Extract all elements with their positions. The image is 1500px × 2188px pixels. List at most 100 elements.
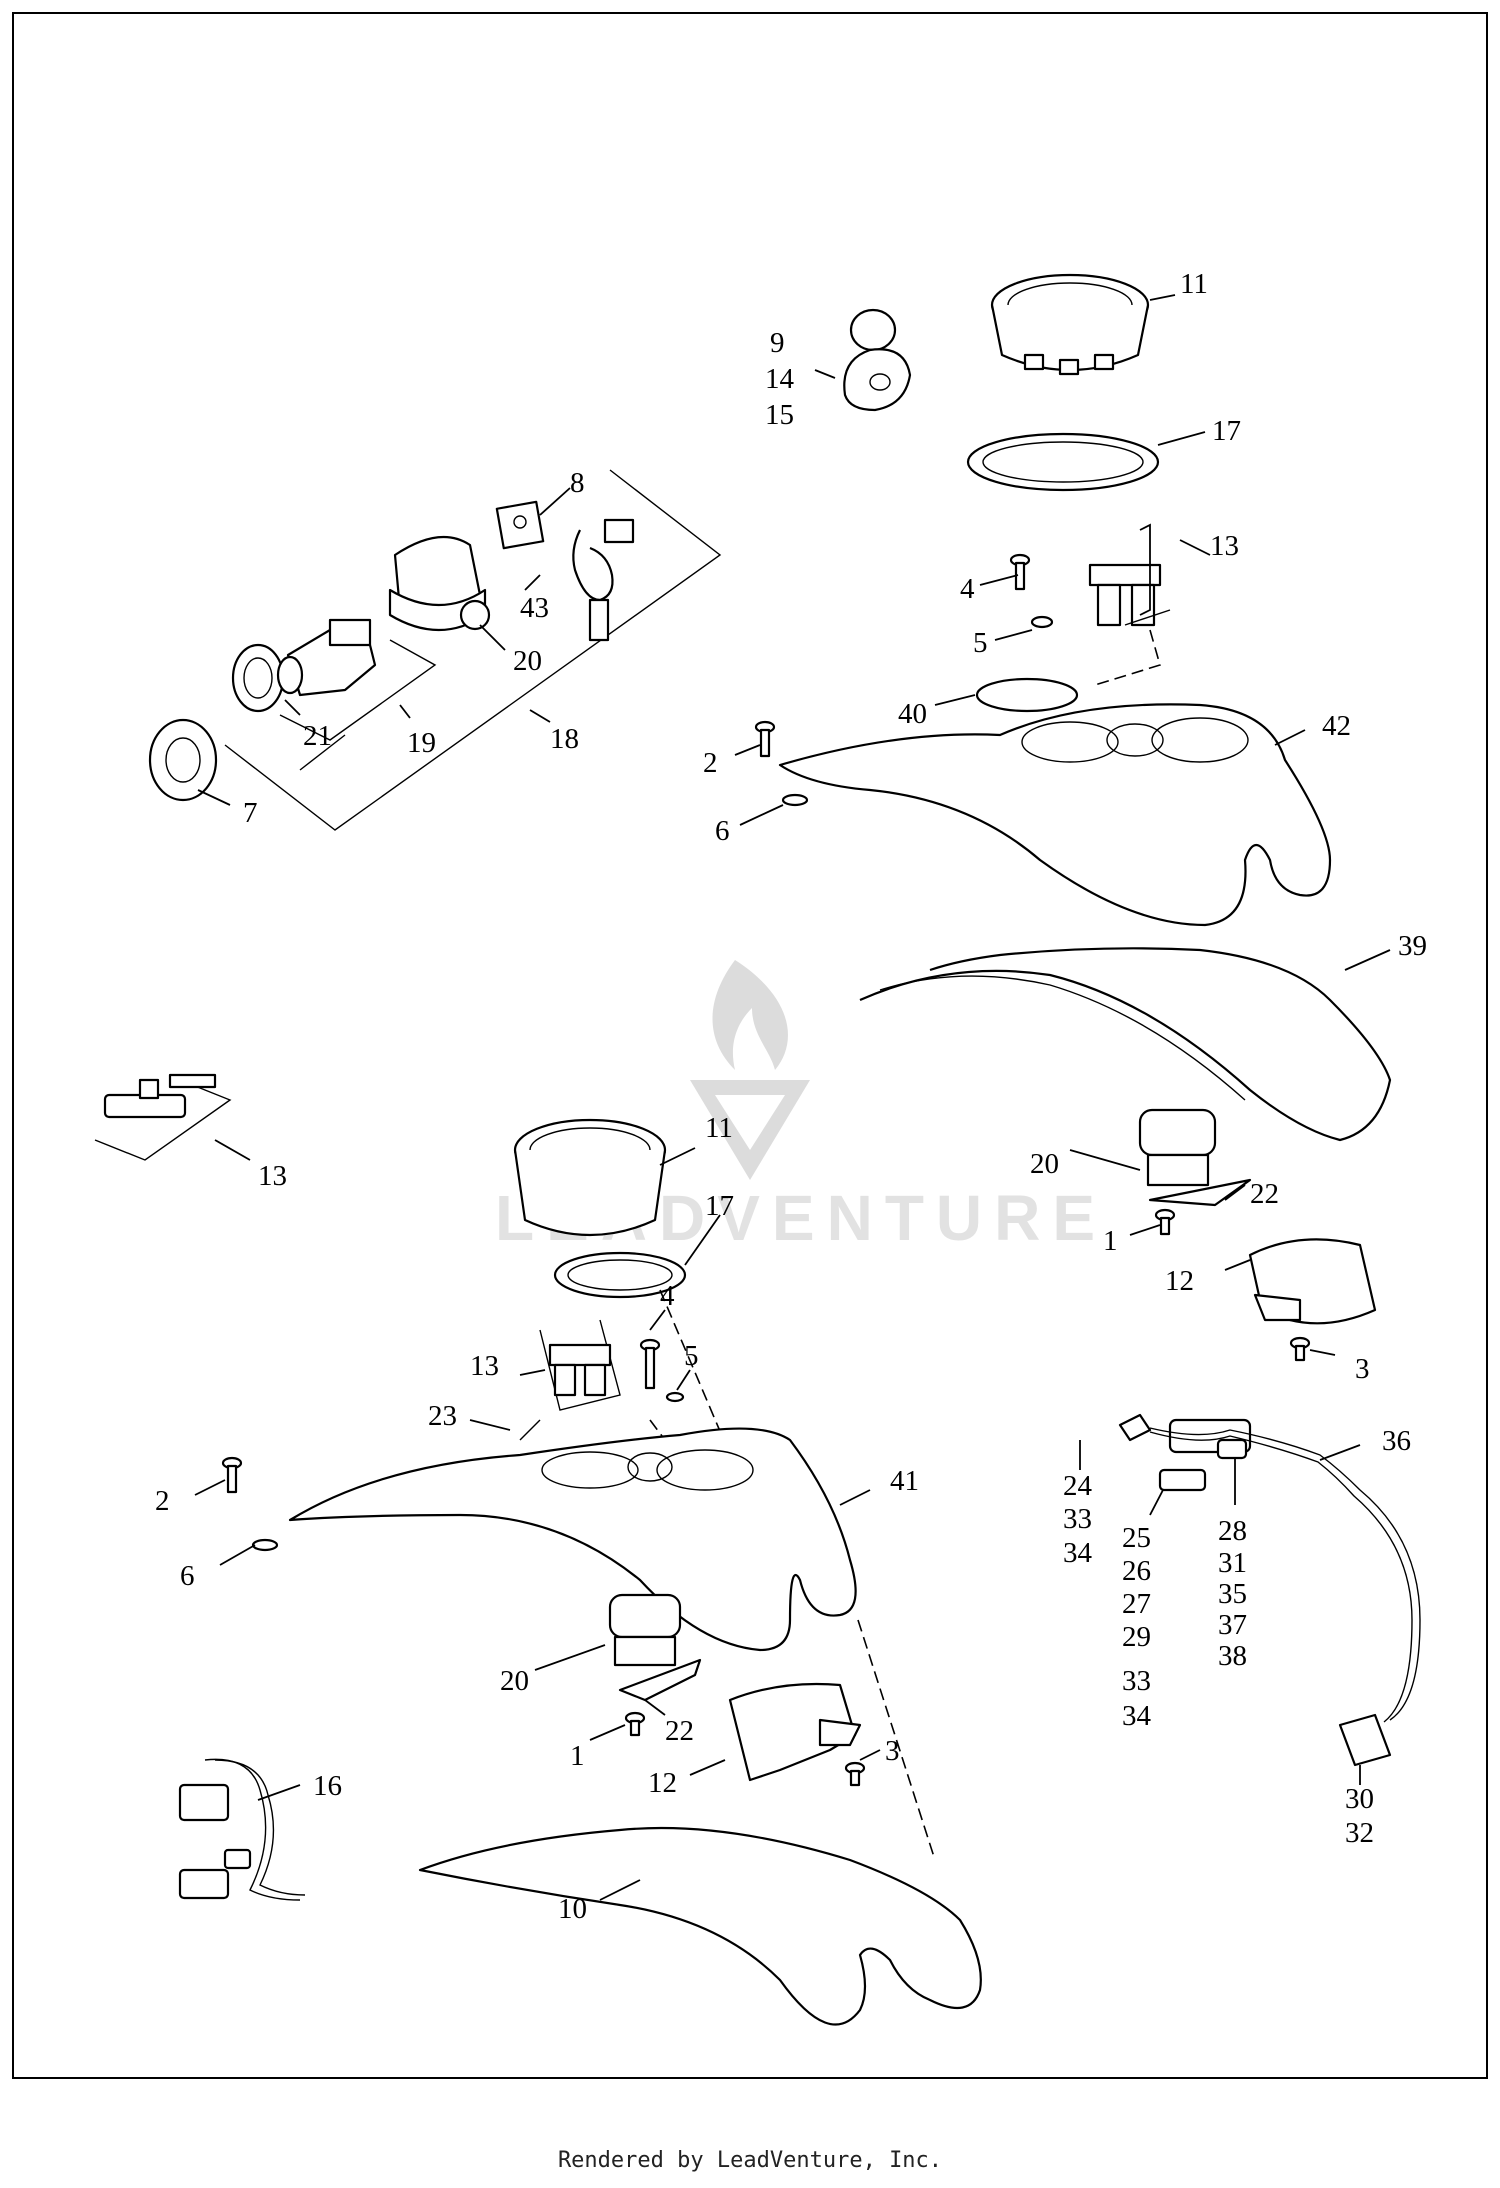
callout-3-lower: 3	[885, 1735, 900, 1767]
console-trim-top	[859, 947, 1392, 1142]
callout-39: 39	[1398, 930, 1427, 962]
wiring-harness-left	[178, 1758, 306, 1901]
callout-35: 35	[1218, 1578, 1247, 1610]
screw-3-lower	[844, 1761, 866, 1787]
key-fob	[843, 308, 912, 412]
keys	[572, 518, 635, 642]
callout-7: 7	[243, 797, 258, 829]
speedometer-lower	[513, 1118, 667, 1237]
bracket-22-lower	[618, 1658, 702, 1702]
callout-16: 16	[313, 1770, 342, 1802]
screw-1-lower	[624, 1711, 646, 1737]
callout-42: 42	[1322, 710, 1351, 742]
callout-5-top: 5	[973, 627, 988, 659]
footer-credit: Rendered by LeadVenture, Inc.	[557, 2148, 943, 2173]
fuel-tank-console-lower	[288, 1427, 857, 1652]
fuel-tank-console-top	[778, 703, 1332, 927]
indicator-lamp-bracket-lower	[539, 1319, 621, 1411]
callout-13-top: 13	[1210, 530, 1239, 562]
callout-8: 8	[570, 467, 585, 499]
callout-1-right: 1	[1103, 1225, 1118, 1257]
callout-20-lower: 20	[500, 1665, 529, 1697]
indicator-lamp-bracket-left	[94, 1073, 232, 1161]
callout-29: 29	[1122, 1621, 1151, 1653]
bezel-ring-top	[966, 432, 1160, 492]
console-opening	[1021, 721, 1119, 763]
callout-24: 24	[1063, 1470, 1093, 1502]
callout-40: 40	[898, 698, 927, 730]
callout-18: 18	[550, 723, 579, 755]
callout-17-lower: 17	[705, 1190, 734, 1222]
callout-36: 36	[1382, 1425, 1411, 1457]
callout-32: 32	[1345, 1817, 1374, 1849]
watermark-logo	[690, 960, 810, 1180]
callout-17-top: 17	[1212, 415, 1241, 447]
gasket-ring	[975, 677, 1079, 713]
callout-20-right: 20	[1030, 1148, 1059, 1180]
callout-12-lower: 12	[648, 1767, 677, 1799]
callout-25: 25	[1122, 1522, 1151, 1554]
callout-20-top: 20	[513, 645, 542, 677]
leader-lines	[194, 294, 1391, 1901]
callout-3-right: 3	[1355, 1353, 1370, 1385]
ignition-switch-lower	[608, 1593, 682, 1667]
callout-43: 43	[520, 592, 549, 624]
callout-9: 9	[770, 327, 785, 359]
screw-2-lower	[221, 1456, 279, 1552]
washer-ring	[148, 718, 218, 802]
callout-38: 38	[1218, 1640, 1247, 1672]
diagram-border	[12, 12, 1488, 2079]
console-trim-lower	[418, 1826, 982, 2026]
callout-34-b: 34	[1122, 1700, 1152, 1732]
switch-body	[276, 618, 377, 697]
callout-13-lower: 13	[470, 1350, 499, 1382]
callout-37: 37	[1218, 1609, 1247, 1641]
switch-nut	[231, 643, 285, 713]
screw-top	[1009, 553, 1054, 629]
callout-5-lower: 5	[684, 1340, 699, 1372]
screw-1-right	[1154, 1208, 1176, 1236]
callout-27: 27	[1122, 1588, 1151, 1620]
callout-34-a: 34	[1063, 1537, 1093, 1569]
callout-2-lower: 2	[155, 1485, 170, 1517]
screw-lower	[639, 1338, 685, 1403]
ignition-switch-right	[1138, 1108, 1217, 1187]
callout-33-b: 33	[1122, 1665, 1151, 1697]
ignition-switch-kit-box	[224, 469, 722, 831]
key-plate	[495, 500, 545, 550]
callout-6-lower: 6	[180, 1560, 195, 1592]
bezel-ring-lower	[553, 1251, 687, 1299]
callout-14: 14	[765, 363, 795, 395]
callout-33-a: 33	[1063, 1503, 1092, 1535]
callout-labels: 11 9 14 15 17 13 4 5 40 42 2 6 39 8 43 2…	[155, 268, 1427, 1925]
callout-22-right: 22	[1250, 1178, 1279, 1210]
speedometer-top	[990, 273, 1150, 376]
callout-26: 26	[1122, 1555, 1151, 1587]
switch-cover-lower	[728, 1682, 862, 1782]
callout-15: 15	[765, 399, 794, 431]
wiring-harness-right	[1118, 1413, 1421, 1767]
clip	[519, 1419, 541, 1441]
callout-30: 30	[1345, 1783, 1374, 1815]
screw-2-top	[754, 720, 809, 807]
callout-28: 28	[1218, 1515, 1247, 1547]
callout-6-top: 6	[715, 815, 730, 847]
callout-11-top: 11	[1180, 268, 1208, 300]
lock-assembly	[388, 535, 491, 631]
callout-21: 21	[303, 720, 332, 752]
switch-19-box	[279, 639, 437, 741]
callout-19: 19	[407, 727, 436, 759]
screw-3-right	[1289, 1336, 1311, 1362]
callout-12-right: 12	[1165, 1265, 1194, 1297]
callout-2-top: 2	[703, 747, 718, 779]
bracket-22-right	[1148, 1178, 1252, 1207]
indicator-lamp-bracket-top	[1088, 563, 1171, 686]
callout-4-lower: 4	[660, 1280, 675, 1312]
callout-41: 41	[890, 1465, 919, 1497]
callout-22-lower: 22	[665, 1715, 694, 1747]
callout-13-left: 13	[258, 1160, 287, 1192]
callout-4-top: 4	[960, 573, 975, 605]
assembly-guide-line-2	[857, 1619, 936, 1861]
callout-31: 31	[1218, 1547, 1247, 1579]
callout-11-lower: 11	[705, 1112, 733, 1144]
